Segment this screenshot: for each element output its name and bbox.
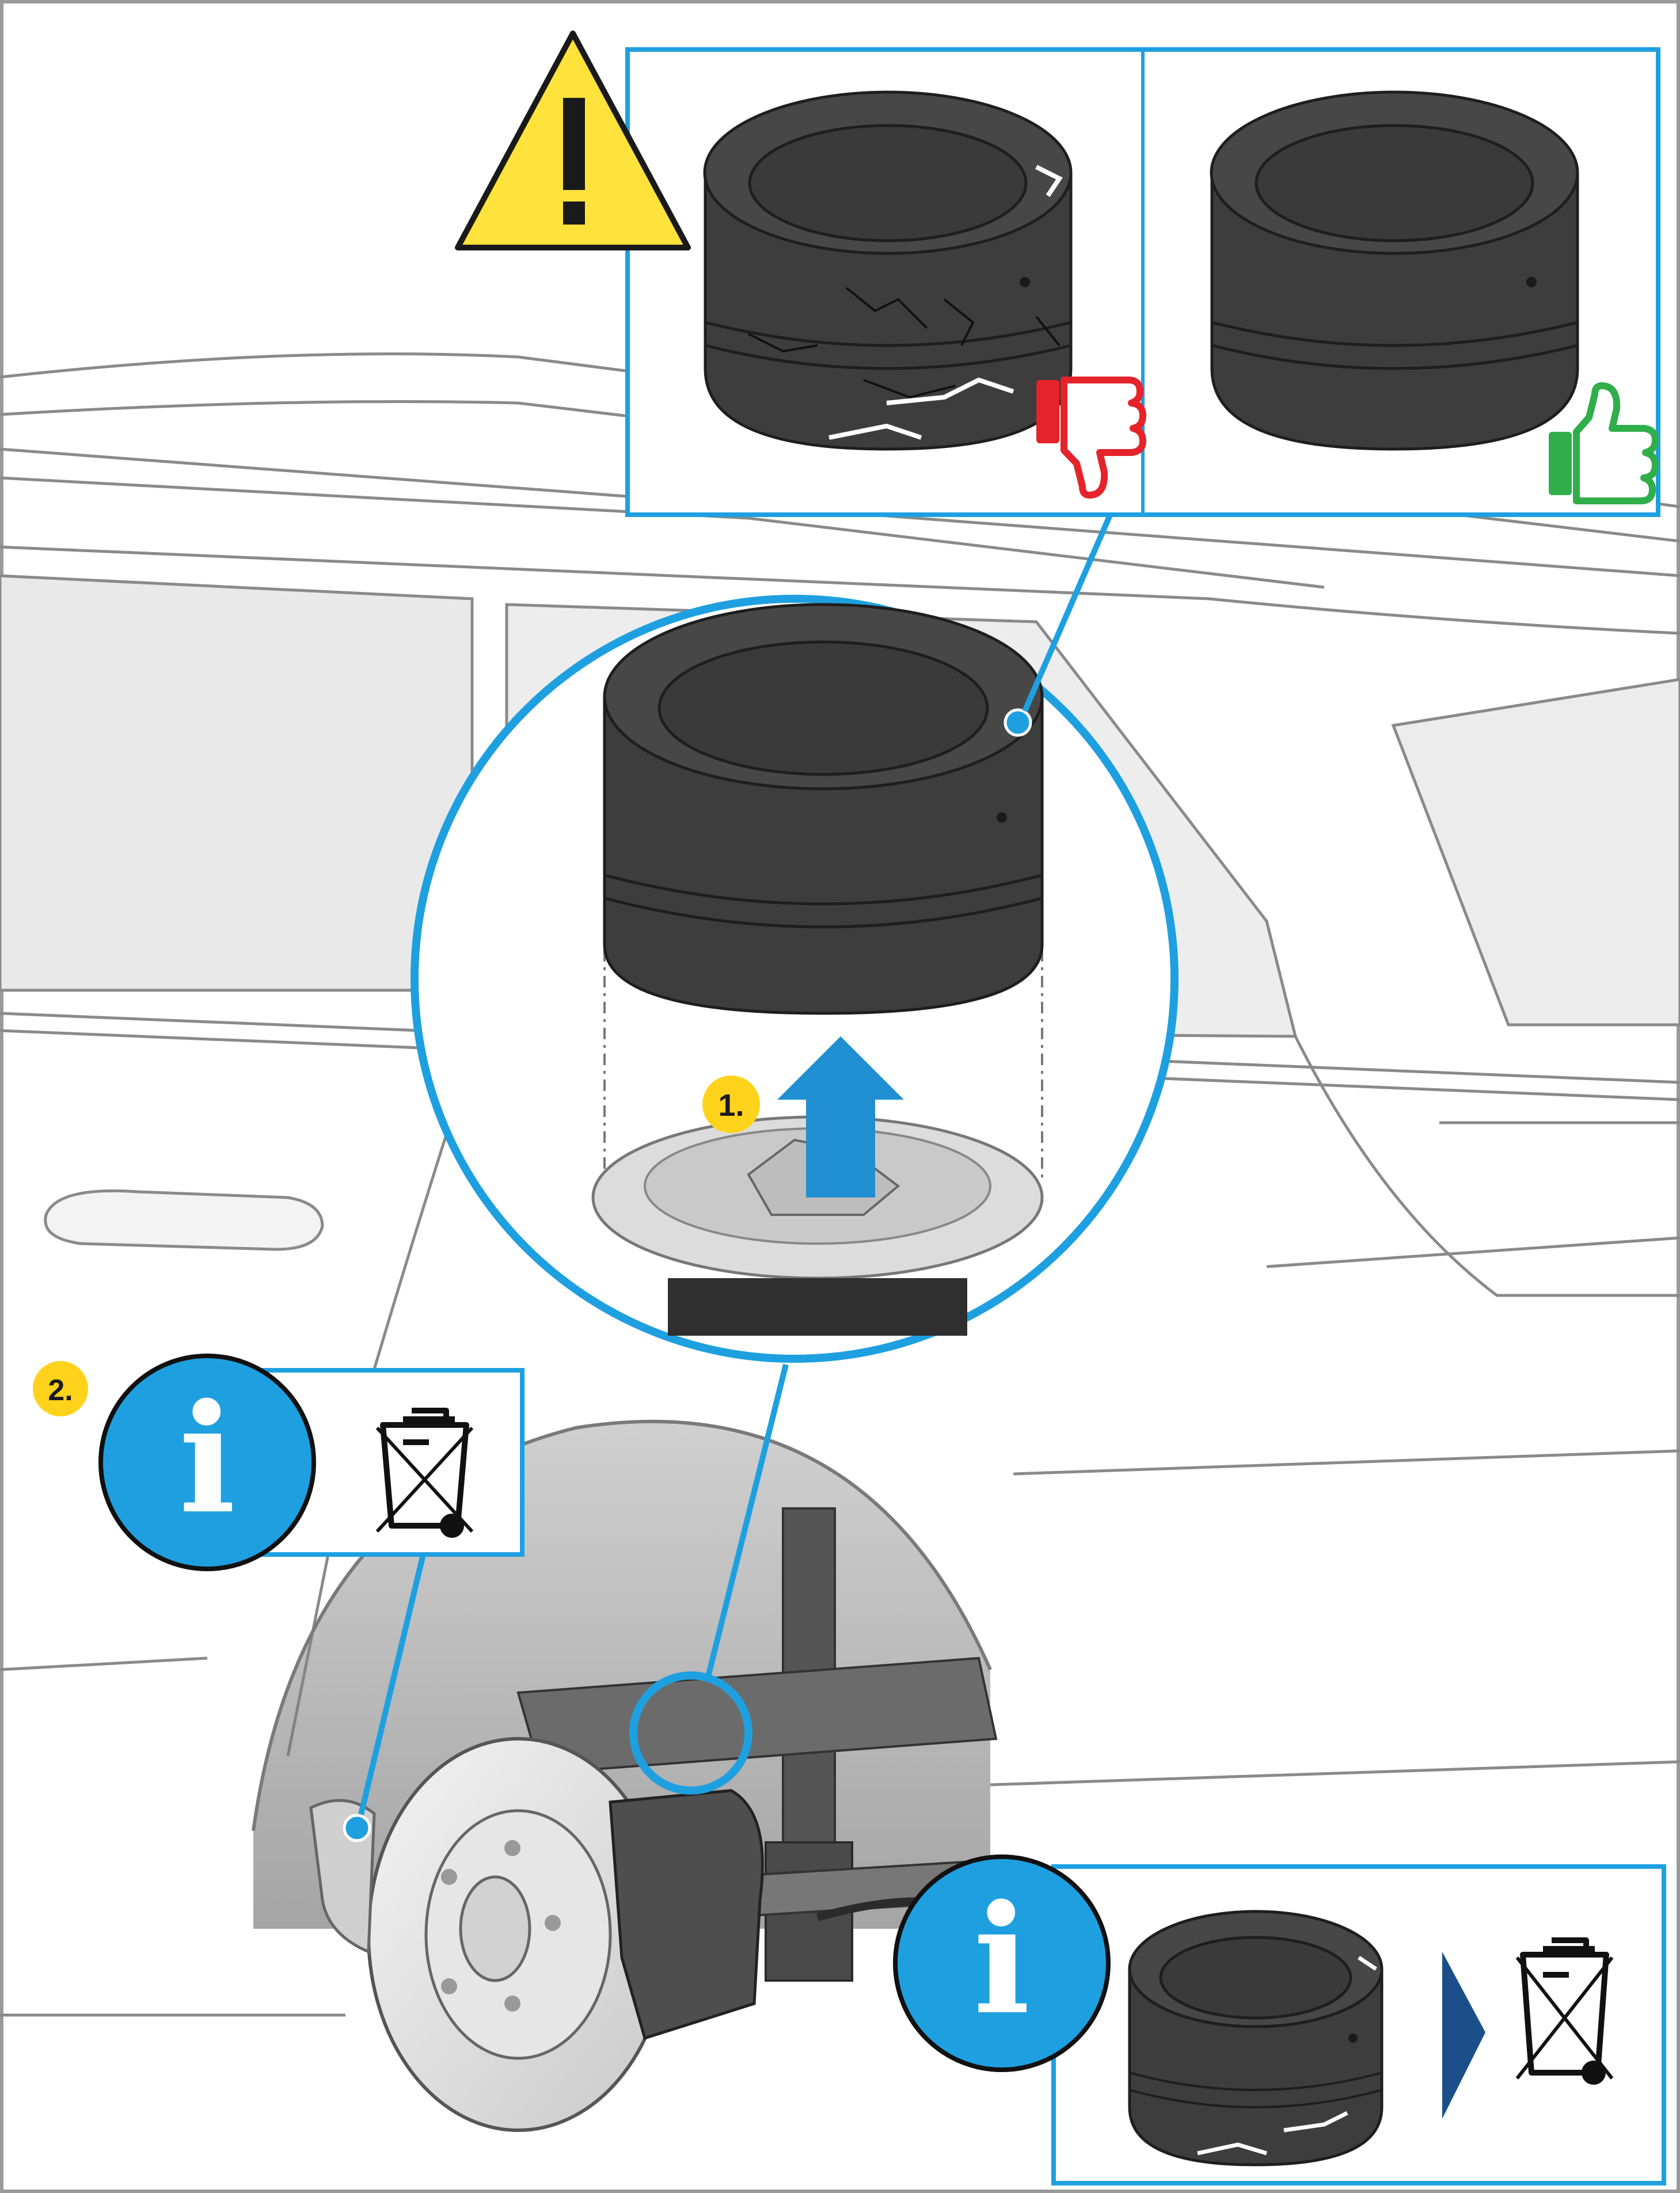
step-2-badge: 2. bbox=[33, 1361, 88, 1416]
info-glyph: i bbox=[179, 1371, 236, 1547]
info-glyph-bottom: i bbox=[974, 1872, 1031, 2048]
worn-bump-stop-small bbox=[1130, 1911, 1382, 2165]
info-icon-bottom: i bbox=[895, 1857, 1108, 2070]
callout-dot-bump-stop bbox=[1005, 710, 1031, 735]
step-1-badge: 1. bbox=[702, 1075, 760, 1133]
step-1-label: 1. bbox=[718, 1088, 744, 1123]
brake-caliper bbox=[610, 1791, 762, 2038]
step-2-label: 2. bbox=[48, 1374, 73, 1407]
good-bump-stop bbox=[1211, 92, 1578, 449]
info-icon: i bbox=[101, 1356, 314, 1569]
magnified-detail bbox=[415, 599, 1175, 1359]
damaged-bump-stop bbox=[705, 92, 1071, 449]
